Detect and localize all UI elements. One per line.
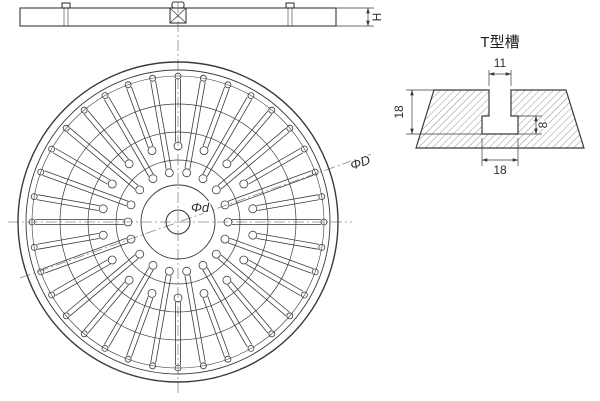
front-view: Φd ΦD xyxy=(17,61,374,383)
t-bolt-right xyxy=(285,2,295,26)
center-hole-label: Φd xyxy=(191,200,210,215)
t-slot-detail: T型槽 11 18 8 18 xyxy=(391,34,585,179)
t-bolt-left xyxy=(61,2,71,26)
outer-rim xyxy=(17,61,339,383)
slot-bottom-label: 18 xyxy=(493,163,507,177)
center-hole xyxy=(165,209,191,235)
t-bolt-center xyxy=(169,1,187,24)
detail-title: T型槽 xyxy=(480,34,519,51)
lip-height-label: 8 xyxy=(536,121,550,128)
t-slot-section xyxy=(415,89,585,149)
inner-rim xyxy=(25,69,331,375)
slot-opening-label: 11 xyxy=(494,56,507,70)
dim-slot-opening xyxy=(488,70,512,86)
height-label: H xyxy=(370,13,384,22)
centerlines xyxy=(8,2,375,396)
dim-height xyxy=(336,7,374,27)
slot-depth-label: 18 xyxy=(392,105,406,119)
dim-slot-depth xyxy=(406,89,482,135)
dim-slot-bottom xyxy=(481,138,519,166)
hub-circle xyxy=(140,184,216,260)
side-view: H xyxy=(19,1,386,27)
dim-lip-height xyxy=(518,115,542,135)
radial-t-slots xyxy=(28,72,328,372)
